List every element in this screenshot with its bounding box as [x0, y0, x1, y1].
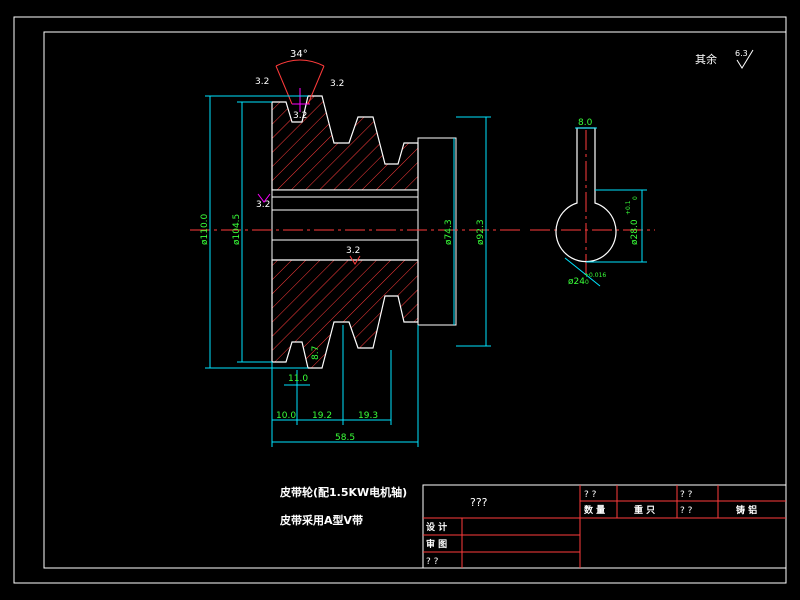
keyway-bore-outline: [555, 127, 617, 263]
roughness-hub-label: 3.2: [346, 246, 360, 256]
bore-dia-label: ø24: [568, 277, 585, 287]
tb-review-label: 设 计: [426, 521, 447, 533]
dim-pitch2-label: 19.3: [358, 411, 378, 421]
inner-frame: [43, 31, 787, 569]
pulley-lower-half: [271, 259, 419, 369]
length-dimensions: [271, 325, 419, 447]
pulley-hub: [417, 137, 457, 326]
angle-leg-left: [275, 65, 293, 105]
roughness-groove-label: 3.2: [293, 111, 307, 121]
title-block: ??? ? ? ? ? 数 量 重 只 ? ? 铸 铝 设 计 审 图 ? ?: [422, 484, 787, 569]
roughness-other-symbol: [736, 49, 754, 69]
dim-pitch-label: ø104.5: [232, 214, 242, 245]
angle-label: 34°: [290, 49, 308, 60]
title-note-1: 皮带轮(配1.5KW电机轴): [279, 485, 407, 499]
dim-pitch1-label: 19.2: [312, 411, 332, 421]
diameter-dimensions: [205, 95, 491, 369]
dim-hub-inner-label: ø74.3: [444, 219, 454, 245]
key-depth-label: ø28.0: [630, 219, 640, 245]
tb-material-label: 铸 铝: [736, 504, 757, 516]
tb-row2-c3: ? ?: [680, 506, 693, 516]
dim-hub-outer-label: ø92.3: [476, 219, 486, 245]
dim-outer-label: ø110.0: [200, 213, 210, 245]
angle-leg-right: [307, 65, 325, 105]
pulley-bore-band: [271, 189, 419, 261]
roughness-other-value: 6.3: [735, 49, 748, 58]
groove-angle-annotation: 34° 3.2 3.2 3.2 3.2 3.2: [255, 49, 361, 265]
roughness-right-label: 3.2: [330, 79, 344, 89]
title-note-2: 皮带采用A型V带: [279, 513, 363, 527]
angle-arc: [275, 59, 325, 67]
roughness-bore-label: 3.2: [256, 200, 270, 210]
dim-first-groove-label: 10.0: [276, 411, 296, 421]
roughness-left-label: 3.2: [255, 77, 269, 87]
key-width-label: 8.0: [578, 118, 593, 128]
tb-bottom-label: ? ?: [426, 557, 439, 567]
title-block-outer: [422, 484, 787, 569]
keyway-view: 8.0 ø28.0 +0.1 0 ø24 +0.016 0: [530, 118, 655, 287]
key-depth-tol: +0.1: [625, 200, 632, 215]
roughness-hub-symbol: [349, 255, 361, 265]
tb-check-label: 审 图: [426, 538, 447, 550]
key-depth-tol-low: 0: [632, 196, 639, 200]
dim-total-label: 58.5: [335, 433, 355, 443]
tb-drawing-name: ???: [470, 496, 488, 509]
tb-weight-label: 重 只: [634, 504, 655, 516]
bore-dia-tol-low: 0: [585, 279, 589, 286]
tb-row1-c2: ? ?: [680, 490, 693, 500]
roughness-bore-symbol: [257, 193, 271, 203]
pulley-section: [190, 88, 520, 369]
bore-dia-tol: +0.016: [584, 272, 606, 279]
dim-groove-top-label: 11.0: [288, 374, 308, 384]
roughness-other-label: 其余: [695, 52, 717, 66]
bore-dia-leader: [564, 257, 601, 287]
roughness-note: 其余 6.3: [695, 49, 754, 69]
tb-quantity-label: 数 量: [584, 504, 605, 516]
dim-groove-depth-label: 8.7: [311, 346, 321, 360]
tb-row1-c1: ? ?: [584, 490, 597, 500]
